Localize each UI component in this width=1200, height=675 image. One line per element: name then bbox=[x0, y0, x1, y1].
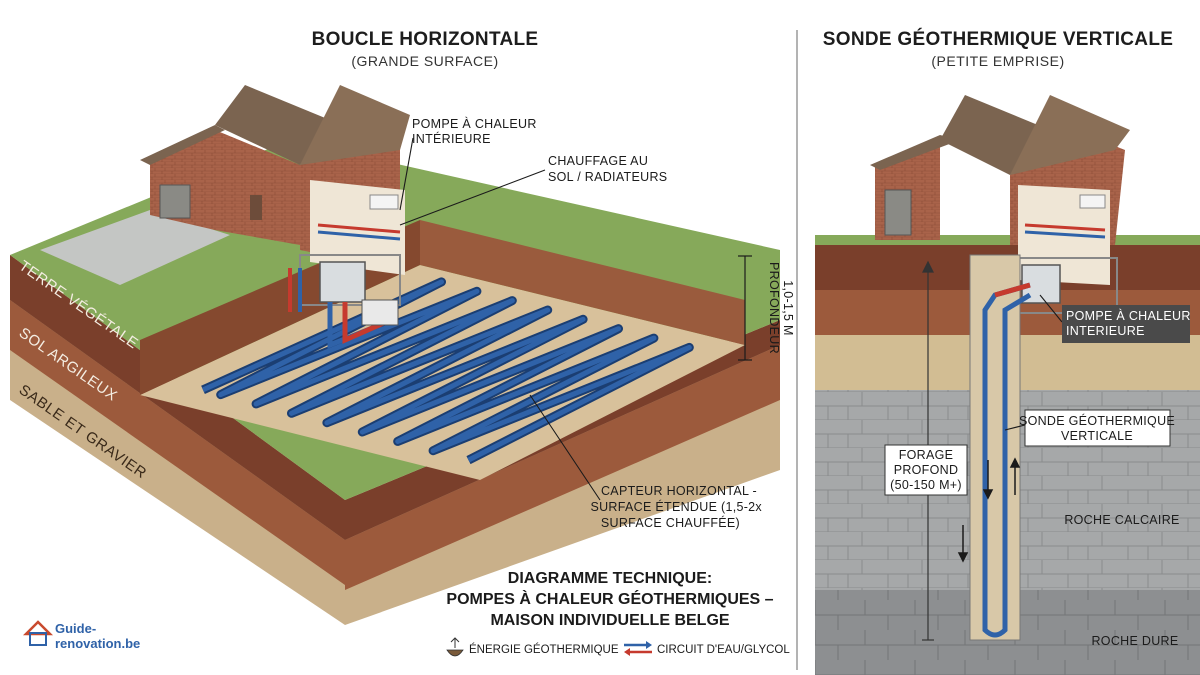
pump-label-right-1: POMPE À CHALEUR bbox=[1066, 308, 1191, 323]
collector-label-3: SURFACE CHAUFFÉE) bbox=[601, 515, 740, 530]
pump-label-left-1: POMPE À CHALEUR bbox=[412, 116, 537, 131]
collector-label-1: CAPTEUR HORIZONTAL - bbox=[601, 484, 757, 498]
diagram-title-1: DIAGRAMME TECHNIQUE: bbox=[508, 570, 712, 587]
right-title: SONDE GÉOTHERMIQUE VERTICALE bbox=[823, 28, 1173, 50]
drill-label-1: FORAGE bbox=[899, 448, 954, 462]
borehole bbox=[970, 255, 1020, 640]
floor-heating-label-1: CHAUFFAGE AU bbox=[548, 154, 648, 168]
probe-label-2: VERTICALE bbox=[1061, 429, 1133, 443]
logo-text-1: Guide- bbox=[55, 621, 96, 636]
right-subtitle: (PETITE EMPRISE) bbox=[931, 53, 1064, 69]
drill-label-3: (50-150 M+) bbox=[890, 478, 962, 492]
diagram-title-3: MAISON INDIVIDUELLE BELGE bbox=[490, 612, 729, 629]
geothermal-energy-icon bbox=[447, 638, 463, 656]
heat-pump-unit-left bbox=[320, 262, 365, 302]
collector-label-2: SURFACE ÉTENDUE (1,5-2x bbox=[590, 499, 762, 514]
site-logo: Guide- renovation.be bbox=[26, 621, 140, 651]
right-panel bbox=[815, 95, 1200, 675]
pump-label-left-2: INTÉRIEURE bbox=[412, 131, 491, 146]
probe-label-1: SONDE GÉOTHERMIQUE bbox=[1019, 413, 1175, 428]
legend-circuit: CIRCUIT D'EAU/GLYCOL bbox=[624, 641, 790, 656]
logo-text-2: renovation.be bbox=[55, 636, 140, 651]
limestone-label: ROCHE CALCAIRE bbox=[1064, 513, 1179, 527]
circuit-arrows-icon bbox=[624, 641, 652, 656]
hardrock-label: ROCHE DURE bbox=[1091, 634, 1178, 648]
left-panel bbox=[10, 85, 780, 625]
manifold bbox=[362, 300, 398, 325]
pump-label-right-2: INTERIEURE bbox=[1066, 324, 1145, 338]
legend-energy: ÉNERGIE GÉOTHERMIQUE bbox=[447, 638, 619, 656]
depth-label-2: 1,0-1,5 M bbox=[781, 280, 795, 336]
drill-label-2: PROFOND bbox=[894, 463, 959, 477]
floor-heating-label-2: SOL / RADIATEURS bbox=[548, 170, 667, 184]
legend-energy-text: ÉNERGIE GÉOTHERMIQUE bbox=[469, 643, 619, 656]
house-logo-icon bbox=[26, 622, 50, 645]
depth-label-1: PROFONDEUR bbox=[767, 262, 781, 354]
left-subtitle: (GRANDE SURFACE) bbox=[351, 53, 498, 69]
legend-circuit-text: CIRCUIT D'EAU/GLYCOL bbox=[657, 644, 790, 656]
left-title: BOUCLE HORIZONTALE bbox=[312, 29, 539, 50]
diagram-title-2: POMPES À CHALEUR GÉOTHERMIQUES – bbox=[446, 589, 773, 608]
